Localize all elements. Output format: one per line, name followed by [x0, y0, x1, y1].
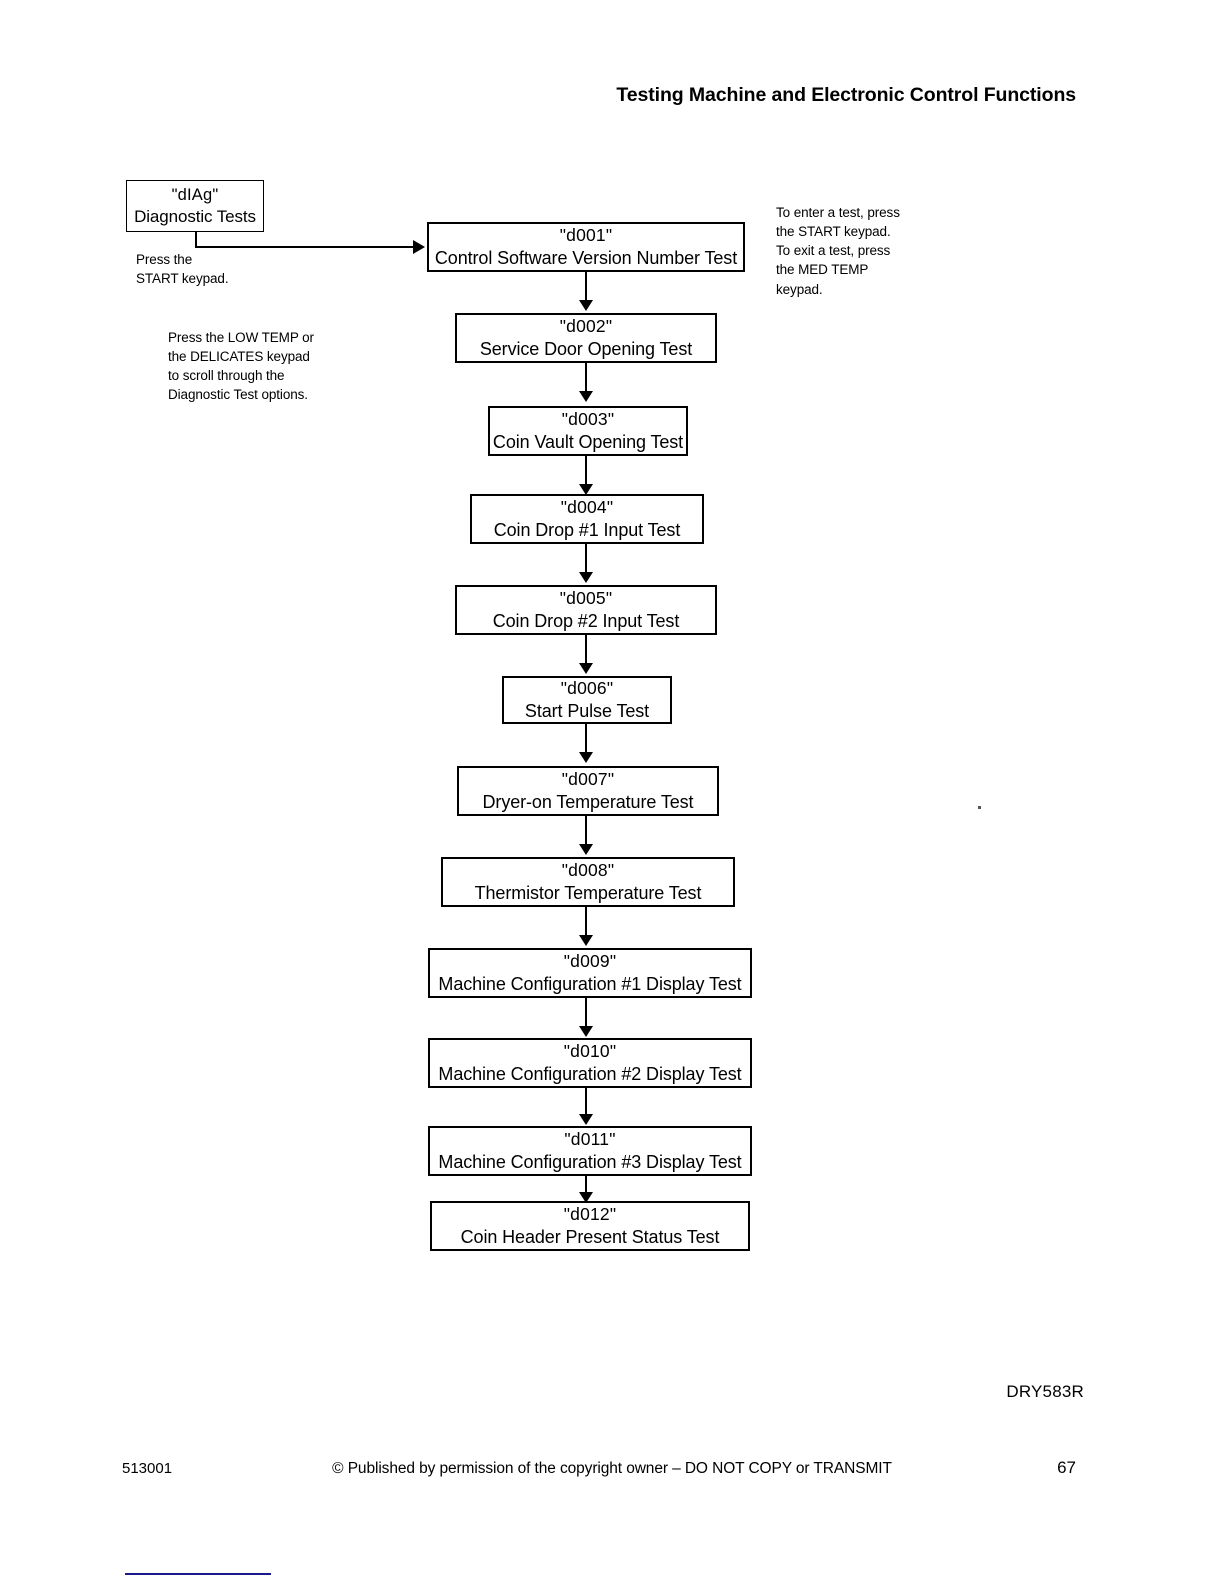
arrowhead-d003	[579, 391, 593, 402]
flow-node-code: "d008"	[561, 860, 615, 881]
flow-node-title: Coin Drop #1 Input Test	[493, 519, 681, 540]
connector-d006-d007	[585, 724, 587, 760]
connector-d005-d006	[585, 635, 587, 671]
note-press-start-keypad: Press the START keypad.	[136, 252, 229, 287]
page-title: Testing Machine and Electronic Control F…	[616, 84, 1076, 106]
flow-node-title: Coin Drop #2 Input Test	[492, 610, 680, 631]
flow-node-code: "d003"	[561, 409, 615, 430]
flow-node-code: "d010"	[563, 1041, 617, 1062]
arrowhead-d006	[579, 663, 593, 674]
connector-d004-d005	[585, 544, 587, 580]
flow-node-d006: "d006" Start Pulse Test	[502, 676, 672, 724]
flow-node-code: "d006"	[560, 678, 614, 699]
arrowhead-d011	[579, 1114, 593, 1125]
arrowhead-d002	[579, 300, 593, 311]
flow-node-code: "d012"	[563, 1204, 617, 1225]
arrowhead-d007	[579, 752, 593, 763]
connector-d008-d009	[585, 907, 587, 943]
flow-node-diag-start: "dIAg" Diagnostic Tests	[126, 180, 264, 232]
footer-copyright-notice: © Published by permission of the copyrig…	[332, 1460, 892, 1477]
flow-node-d007: "d007" Dryer-on Temperature Test	[457, 766, 719, 816]
connector-diag-drop	[195, 232, 197, 248]
flow-node-code: "d002"	[559, 316, 613, 337]
flow-node-code: "d004"	[560, 497, 614, 518]
flow-node-title: Thermistor Temperature Test	[474, 882, 702, 903]
flow-node-code: "d009"	[563, 951, 617, 972]
flow-node-title: Service Door Opening Test	[479, 338, 693, 359]
flow-node-title: Dryer-on Temperature Test	[482, 791, 694, 812]
footer-document-number: 513001	[122, 1460, 173, 1477]
arrowhead-d005	[579, 572, 593, 583]
flow-node-code: "d005"	[559, 588, 613, 609]
flow-node-d008: "d008" Thermistor Temperature Test	[441, 857, 735, 907]
connector-d007-d008	[585, 816, 587, 852]
flow-node-title: Control Software Version Number Test	[434, 247, 738, 268]
flow-node-d002: "d002" Service Door Opening Test	[455, 313, 717, 363]
flow-node-title: Coin Header Present Status Test	[460, 1226, 720, 1247]
flow-node-title: Diagnostic Tests	[134, 206, 256, 226]
flow-node-code: "d007"	[561, 769, 615, 790]
flow-node-d003: "d003" Coin Vault Opening Test	[488, 406, 688, 456]
flow-node-title: Machine Configuration #3 Display Test	[438, 1151, 742, 1172]
flow-node-d004: "d004" Coin Drop #1 Input Test	[470, 494, 704, 544]
flow-node-d005: "d005" Coin Drop #2 Input Test	[455, 585, 717, 635]
connector-d009-d010	[585, 998, 587, 1034]
flow-node-d010: "d010" Machine Configuration #2 Display …	[428, 1038, 752, 1088]
flow-node-code: "d011"	[564, 1129, 616, 1150]
flow-node-d011: "d011" Machine Configuration #3 Display …	[428, 1126, 752, 1176]
connector-d003-d004	[585, 456, 587, 492]
flow-node-d009: "d009" Machine Configuration #1 Display …	[428, 948, 752, 998]
arrowhead-d009	[579, 935, 593, 946]
flow-node-title: Coin Vault Opening Test	[492, 431, 684, 452]
flow-node-d012: "d012" Coin Header Present Status Test	[430, 1201, 750, 1251]
footer-page-number: 67	[1057, 1458, 1076, 1477]
connector-d001-d002	[585, 272, 587, 308]
note-scroll-instructions: Press the LOW TEMP or the DELICATES keyp…	[168, 330, 314, 403]
flow-node-title: Machine Configuration #1 Display Test	[438, 973, 742, 994]
bottom-rule	[125, 1573, 271, 1575]
scan-artifact-speck	[978, 806, 981, 809]
connector-diag-to-d001	[195, 246, 415, 248]
arrowhead-to-d001	[413, 240, 425, 254]
arrowhead-d004	[579, 484, 593, 495]
connector-d002-d003	[585, 363, 587, 399]
flow-node-title: Machine Configuration #2 Display Test	[438, 1063, 742, 1084]
arrowhead-d008	[579, 844, 593, 855]
connector-d010-d011	[585, 1088, 587, 1122]
figure-reference-code: DRY583R	[1006, 1382, 1084, 1401]
flow-node-code: "dIAg"	[171, 185, 219, 204]
flow-node-title: Start Pulse Test	[524, 700, 650, 721]
connector-d011-d012	[585, 1176, 587, 1202]
arrowhead-d012	[579, 1192, 593, 1203]
note-enter-exit-test: To enter a test, press the START keypad.…	[776, 205, 900, 297]
arrowhead-d010	[579, 1026, 593, 1037]
flow-node-d001: "d001" Control Software Version Number T…	[427, 222, 745, 272]
flow-node-code: "d001"	[559, 225, 613, 246]
